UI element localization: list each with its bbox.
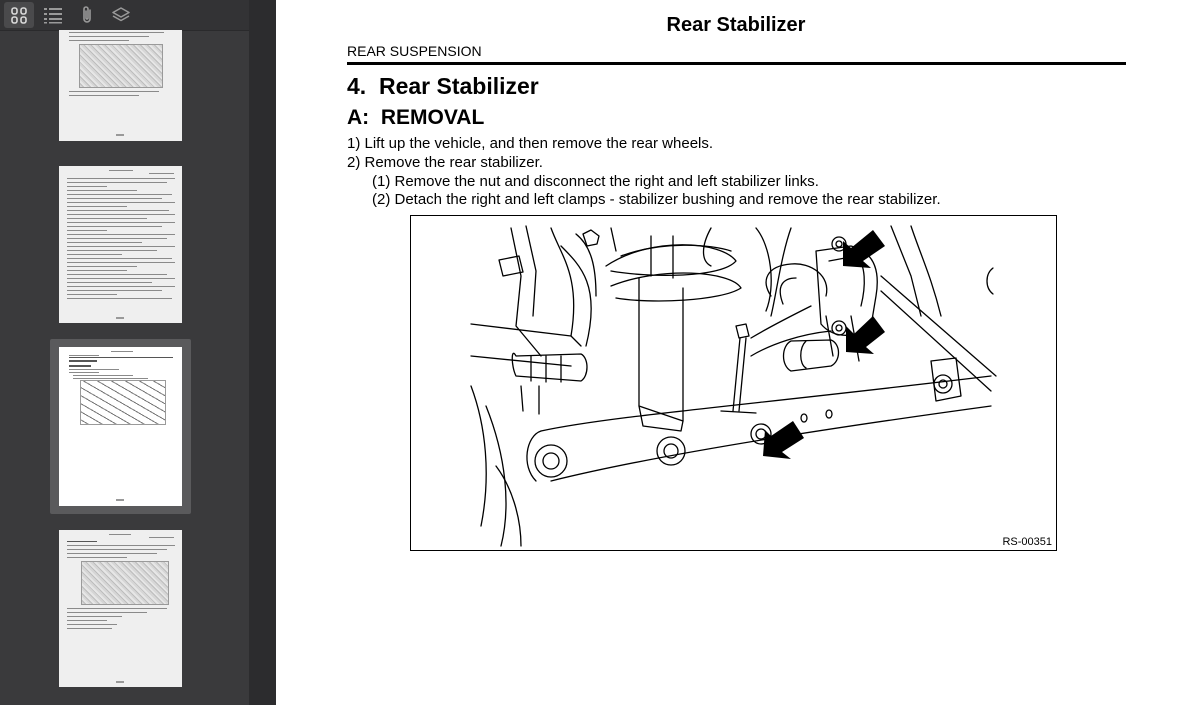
- page-thumbnail[interactable]: [59, 530, 182, 687]
- paperclip-icon: [83, 6, 91, 23]
- subsection-heading: A: REMOVAL: [347, 106, 485, 129]
- grid-icon: [11, 7, 27, 24]
- section-divider: [347, 62, 1126, 65]
- figure-code: RS-00351: [1002, 536, 1052, 548]
- thumbnails-button[interactable]: [4, 2, 34, 28]
- sidebar-toolbar: [0, 0, 249, 31]
- document-page: Rear Stabilizer REAR SUSPENSION 4. Rear …: [276, 0, 1187, 705]
- layers-icon: [112, 7, 130, 22]
- step-1: 1) Lift up the vehicle, and then remove …: [347, 135, 714, 152]
- step-2-1: (1) Remove the nut and disconnect the ri…: [372, 173, 819, 190]
- stabilizer-drawing: [470, 225, 997, 547]
- thumbnail-slot: [50, 164, 191, 324]
- outline-button[interactable]: [38, 2, 68, 28]
- thumbnail-slot: [50, 528, 191, 688]
- sidebar-scrollbar[interactable]: [249, 0, 276, 705]
- step-2: 2) Remove the rear stabilizer.: [347, 154, 543, 171]
- page-thumbnail[interactable]: [59, 166, 182, 323]
- stabilizer-illustration: RS-00351: [410, 215, 1057, 551]
- page-thumbnail[interactable]: [59, 347, 182, 506]
- page-thumbnail[interactable]: [59, 30, 182, 141]
- section-label: REAR SUSPENSION: [347, 43, 482, 59]
- sidebar: [0, 0, 249, 705]
- list-icon: [44, 8, 62, 24]
- chapter-heading: 4. Rear Stabilizer: [347, 73, 539, 99]
- layers-button[interactable]: [106, 2, 136, 28]
- page-title: Rear Stabilizer: [666, 14, 806, 36]
- attachments-button[interactable]: [72, 2, 102, 28]
- thumbnail-slot-selected: [50, 339, 191, 514]
- thumbnail-slot: [50, 30, 191, 144]
- step-2-2: (2) Detach the right and left clamps - s…: [372, 191, 941, 208]
